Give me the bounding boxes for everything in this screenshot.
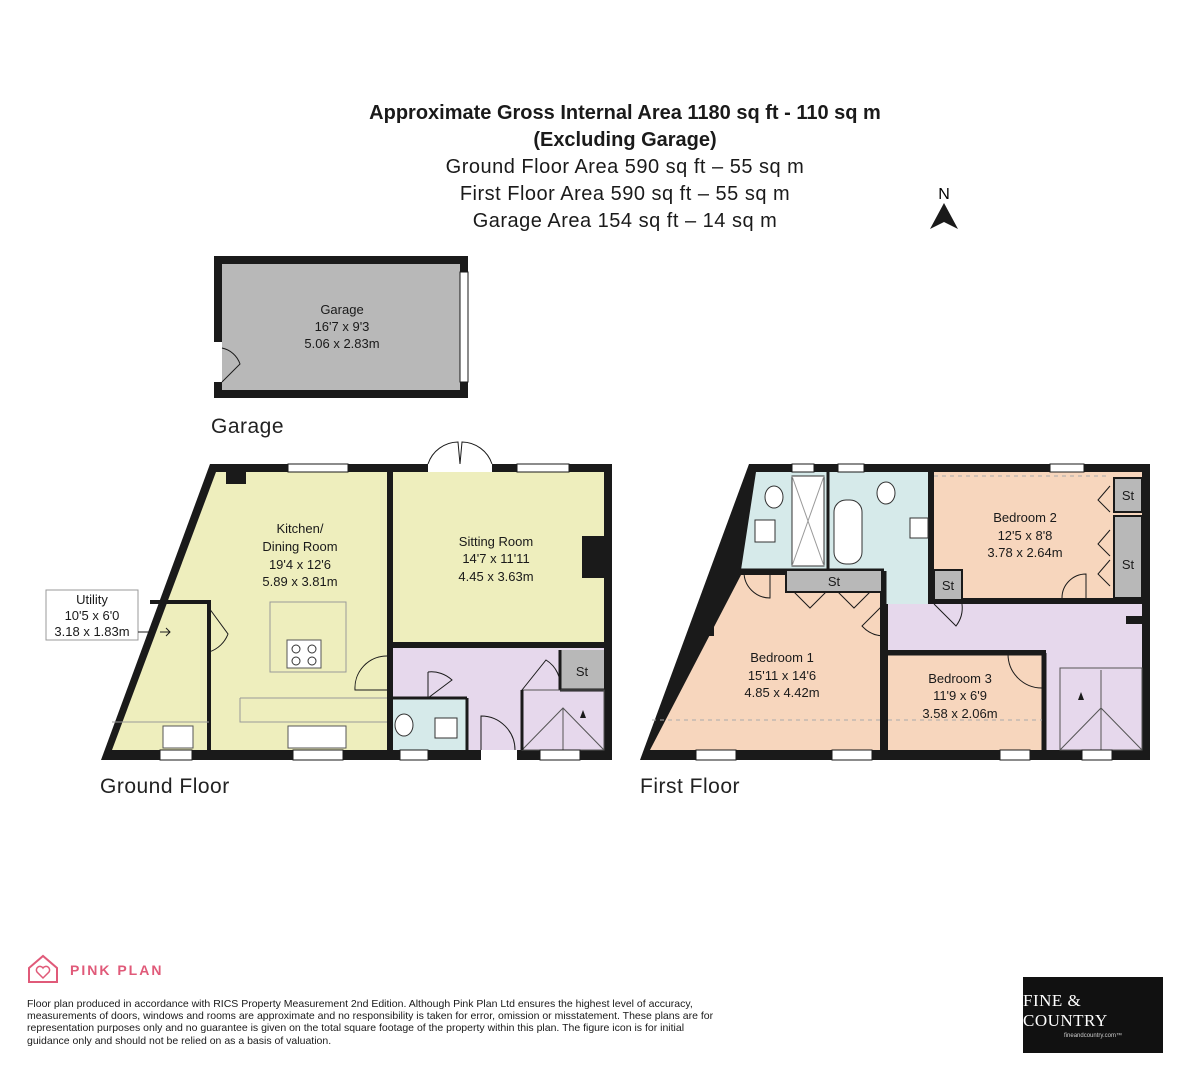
garage-area: Garage Area 154 sq ft – 14 sq m [472, 210, 778, 232]
basin-icon [434, 717, 458, 739]
ground-floor-label: Ground Floor [100, 775, 230, 798]
bedroom-1-name: Bedroom 1 [750, 650, 814, 665]
sitting-room [393, 472, 604, 642]
title-block: Approximate Gross Internal Area 1180 sq … [0, 100, 1191, 235]
landing [888, 604, 1142, 650]
first-floor-label: First Floor [640, 775, 740, 798]
garage-room-name: Garage [320, 302, 363, 317]
kitchen-imperial: 19'4 x 12'6 [269, 557, 331, 572]
kitchen-metric: 5.89 x 3.81m [262, 574, 337, 589]
kitchen-name-1: Kitchen/ [277, 521, 324, 536]
store-landing-label: St [942, 578, 955, 593]
store-ground [560, 650, 604, 690]
bath-icon [833, 499, 863, 565]
bedroom-3 [888, 655, 1042, 750]
utility-name: Utility [76, 592, 108, 607]
store-bedroom1 [785, 569, 883, 593]
utility-callout [45, 589, 139, 641]
store-bedroom2-b [1113, 515, 1143, 599]
compass-letter: N [938, 186, 950, 203]
bedroom-1-imperial: 15'11 x 14'6 [748, 668, 816, 683]
brand-name: PINK PLAN [70, 962, 164, 978]
bedroom-2-name: Bedroom 2 [993, 510, 1057, 525]
basin-icon [754, 519, 776, 543]
hob-icon [286, 639, 322, 669]
gross-area-heading: Approximate Gross Internal Area 1180 sq … [369, 102, 881, 124]
store-bedroom2-a-label: St [1122, 488, 1135, 503]
excluding-garage-note: (Excluding Garage) [533, 129, 717, 151]
garage-side-door [214, 342, 222, 382]
utility-imperial: 10'5 x 6'0 [65, 608, 120, 623]
utility-metric: 3.18 x 1.83m [54, 624, 129, 639]
toilet-icon [876, 481, 896, 505]
store-ground-label: St [576, 664, 589, 679]
toilet-icon [394, 713, 414, 737]
kitchen-dining-room [112, 472, 387, 750]
bedroom-2-metric: 3.78 x 2.64m [987, 545, 1062, 560]
disclaimer-text: Floor plan produced in accordance with R… [27, 998, 714, 1047]
store-bedroom2-b-label: St [1122, 557, 1135, 572]
logo-main-text: FINE & COUNTRY [1023, 991, 1108, 1030]
basin-icon [909, 517, 929, 539]
bedroom-3-metric: 3.58 x 2.06m [922, 706, 997, 721]
garage-door [459, 271, 469, 383]
store-bedroom1-label: St [828, 574, 841, 589]
toilet-icon [764, 485, 784, 509]
first-floor-plan: St St St St [640, 463, 1150, 761]
first-floor-area: First Floor Area 590 sq ft – 55 sq m [459, 183, 791, 205]
bedroom-3-imperial: 11'9 x 6'9 [933, 688, 987, 703]
garage-metric: 5.06 x 2.83m [304, 336, 379, 351]
north-arrow-icon: N [930, 186, 958, 229]
store-landing [933, 569, 963, 601]
utility-sink-icon [162, 725, 194, 749]
kitchen-sink-icon [287, 725, 347, 749]
sitting-room-name: Sitting Room [459, 534, 533, 549]
logo-sub-text: fineandcountry.com™ [1064, 1033, 1122, 1039]
bedroom-2 [934, 472, 1142, 598]
fine-country-logo: FINE & COUNTRY fineandcountry.com™ [1023, 977, 1163, 1053]
bedroom-2-imperial: 12'5 x 8'8 [998, 528, 1053, 543]
sitting-room-imperial: 14'7 x 11'11 [462, 551, 529, 566]
house-heart-icon [28, 954, 58, 983]
garage-room [222, 264, 460, 390]
kitchen-island [269, 601, 347, 673]
garage-imperial: 16'7 x 9'3 [315, 319, 370, 334]
bedroom-1 [650, 575, 880, 750]
store-bedroom2-a [1113, 477, 1143, 513]
garage-floor-label: Garage [211, 415, 284, 438]
bedroom-1-metric: 4.85 x 4.42m [744, 685, 819, 700]
ground-floor-area: Ground Floor Area 590 sq ft – 55 sq m [445, 156, 805, 178]
ground-floor-plan: St [45, 441, 612, 761]
bedroom-3-name: Bedroom 3 [928, 671, 992, 686]
sitting-room-metric: 4.45 x 3.63m [458, 569, 533, 584]
kitchen-name-2: Dining Room [262, 539, 337, 554]
garage-plan: Garage 16'7 x 9'3 5.06 x 2.83m [214, 256, 469, 398]
